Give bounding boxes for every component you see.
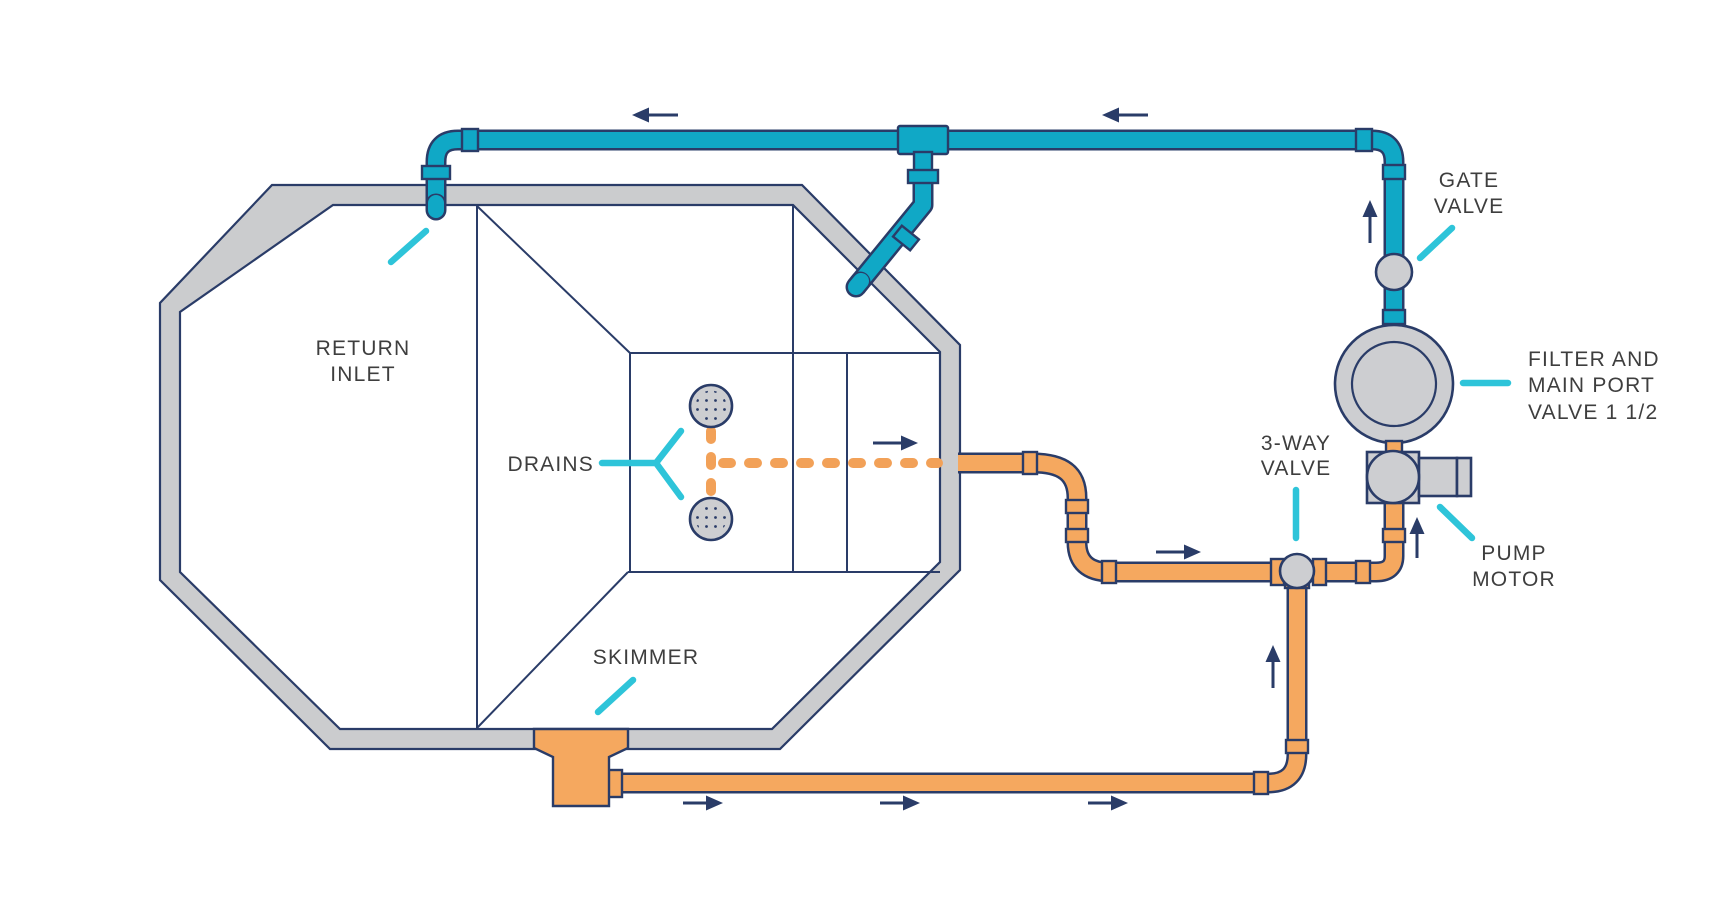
drain-grate-holes [695, 390, 727, 422]
pipe-coupling [891, 223, 921, 253]
pool-wall-band [160, 185, 960, 749]
flow-arrow-right [880, 795, 920, 811]
three-way-valve-body [1278, 552, 1316, 590]
flow-arrow-right [683, 795, 723, 811]
flow-arrow-right [1156, 544, 1201, 560]
pool-wall-inner-edge [178, 203, 942, 731]
pipe-coupling [1252, 770, 1270, 796]
three-way-valve-label-line1: 3-WAY [1261, 432, 1331, 455]
filter-label-line3: VALVE 1 1/2 [1528, 401, 1658, 424]
pool-slope-line-bottom-left [476, 571, 629, 729]
filter-lid-ring [1350, 340, 1438, 428]
flow-arrow-left [632, 107, 678, 123]
three-way-valve [1269, 552, 1328, 590]
pool-interior-lines [476, 205, 940, 729]
branch-nozzle [848, 273, 869, 295]
pipe-coupling [1100, 559, 1118, 585]
tee-fitting [896, 124, 950, 156]
pump-motor-label-line1: PUMP [1481, 542, 1546, 565]
label-leaders [387, 224, 1512, 716]
gate-valve-label-line2: VALVE [1434, 195, 1505, 218]
drain-top [688, 383, 734, 429]
flow-arrow-left [1102, 107, 1148, 123]
pool-wall [158, 183, 962, 751]
skimmer-leader [594, 676, 637, 716]
gate-valve-leader [1416, 224, 1456, 262]
pipe-coupling [1064, 498, 1090, 515]
tee-branch-pipe [849, 176, 931, 293]
skimmer-suction-pipe-outline-placeholder [619, 586, 1308, 794]
pool-wall-outer-edge [158, 183, 962, 751]
flow-arrow-up [1409, 517, 1425, 558]
return-inlet-leader [387, 227, 430, 266]
flow-arrow-up [1362, 200, 1378, 243]
pipe-coupling [460, 127, 480, 153]
pipe-coupling [1381, 163, 1407, 181]
drains-label: DRAINS [507, 453, 594, 476]
skimmer-body [532, 727, 630, 808]
bottom-run-fittings [1252, 738, 1310, 796]
pipe-coupling [1284, 738, 1310, 755]
pipe-coupling [1021, 450, 1039, 476]
pipe-coupling [1381, 308, 1407, 326]
return-inlet-label-line1: RETURN [316, 337, 411, 360]
drains-leader [598, 427, 685, 501]
flow-arrows [632, 107, 1425, 811]
suction-pipe [958, 455, 1402, 580]
flow-arrow-up [1265, 645, 1281, 688]
pump-volute [1365, 449, 1421, 505]
drain-bottom [688, 496, 734, 542]
main-drain-line [706, 426, 943, 502]
pump-motor-label-line2: MOTOR [1472, 568, 1556, 591]
pipe-coupling [1354, 127, 1374, 153]
skimmer-suction-pipe [619, 586, 1305, 791]
filter-label-line1: FILTER AND [1528, 348, 1660, 371]
suction-run [958, 450, 1407, 585]
flow-arrow-right [1088, 795, 1128, 811]
three-way-valve-label-line2: VALVE [1261, 457, 1332, 480]
pipe-coupling [906, 168, 940, 185]
pipe-coupling [1381, 527, 1407, 544]
filter-label-line2: MAIN PORT [1528, 374, 1655, 397]
return-inlet-label-line2: INLET [330, 363, 396, 386]
pump-motor-leader [1436, 503, 1476, 542]
pump-motor-assembly [1365, 439, 1473, 505]
pipe-coupling [1064, 527, 1090, 544]
drain-grate-holes [695, 503, 727, 535]
flow-arrow-right [873, 435, 918, 451]
pipe-coupling [1354, 559, 1372, 585]
gate-valve-body [1374, 252, 1414, 292]
gate-valve-label-line1: GATE [1439, 169, 1499, 192]
pipe-coupling [420, 164, 452, 181]
return-tee-branch [845, 124, 950, 298]
skimmer-label: SKIMMER [593, 646, 699, 669]
pool-slope-line-top-left [476, 205, 631, 354]
motor-end-cap [1455, 456, 1473, 498]
skimmer [532, 586, 1308, 808]
labels: RETURN INLET DRAINS SKIMMER GATE VALVE F… [316, 169, 1660, 669]
motor-body [1417, 456, 1459, 498]
filter [1333, 323, 1455, 445]
